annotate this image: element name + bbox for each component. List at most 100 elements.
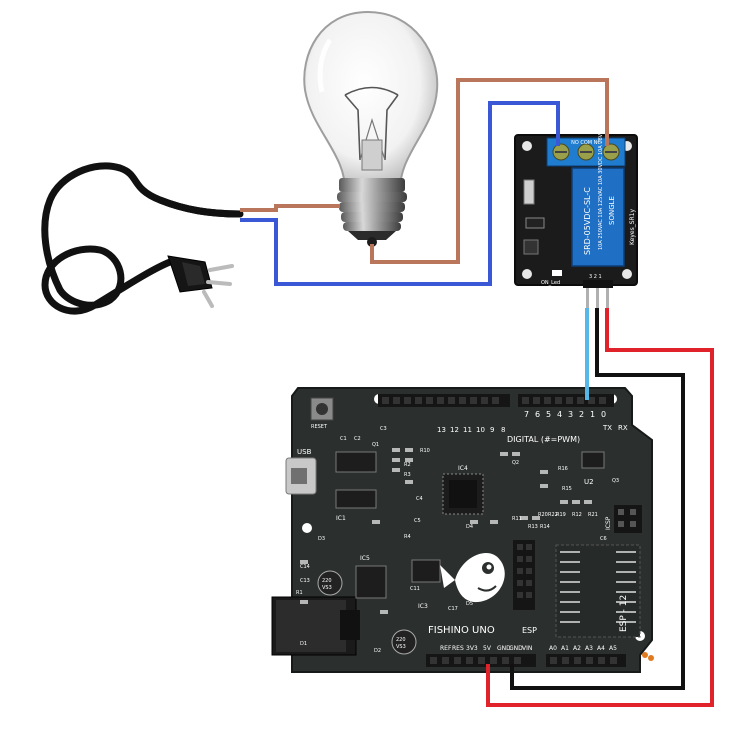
- power-pin-3v3: 3V3: [466, 645, 478, 652]
- icsp-header: ICSP: [605, 505, 642, 533]
- wire-brown-lamp: [370, 78, 609, 264]
- pin-label-6: 6: [535, 410, 540, 419]
- label-d3: D3: [318, 536, 325, 542]
- power-pin-gnd-2: GND: [509, 645, 523, 652]
- pin-label-7: 7: [524, 410, 529, 419]
- capacitor-1: 220 VS3: [317, 570, 343, 596]
- label-r2: R2: [404, 462, 411, 468]
- digital-label: DIGITAL (#=PWM): [507, 435, 580, 444]
- analog-pin-a5: A5: [609, 645, 617, 652]
- wire-red-vcc: [486, 308, 714, 707]
- usb-label: USB: [297, 448, 312, 456]
- relay-module: NO COM NC SRD-05VDC-SL-C 10A 250VAC 10A …: [514, 126, 638, 310]
- cap1-text: 220: [322, 578, 332, 584]
- ic4-label: IC4: [458, 465, 468, 472]
- fishino-logo: [440, 552, 505, 603]
- pin-label-1: 1: [590, 410, 595, 419]
- reset-label: RESET: [311, 424, 328, 430]
- analog-pin-a0: A0: [549, 645, 557, 652]
- ic5-chip: IC5: [355, 555, 387, 599]
- esp-short-label: ESP: [522, 626, 537, 635]
- label-r17: R17: [480, 594, 490, 600]
- label-r20: R20: [538, 512, 548, 518]
- pin-label-11: 11: [463, 426, 472, 434]
- power-header: REF RES 3V3 5V GND GND VIN: [426, 645, 536, 667]
- u2-label: U2: [584, 478, 594, 486]
- light-bulb: [303, 10, 439, 247]
- esp-module: ESP - 12: [555, 544, 641, 638]
- pin-label-13: 13: [437, 426, 446, 434]
- pin-label-0: 0: [601, 410, 606, 419]
- power-pin-gnd-1: GND: [497, 645, 511, 652]
- led-icon: [552, 270, 562, 276]
- pin-label-8: 8: [501, 426, 505, 434]
- module-label: Keyes_SR1y: [629, 209, 636, 245]
- label-c5: C5: [414, 518, 421, 524]
- terminal-labels: NO COM NC: [571, 140, 601, 146]
- label-c1: C1: [340, 436, 347, 442]
- label-c3: C3: [380, 426, 387, 432]
- reset-button[interactable]: RESET: [310, 397, 334, 430]
- fishino-board: USB RESET 7 6 5 4 3: [271, 387, 654, 673]
- middle-header: [513, 540, 535, 610]
- power-jack: [271, 596, 360, 656]
- label-d2: D2: [374, 648, 381, 654]
- ic4-chip: IC4: [442, 465, 484, 515]
- label-d1: D1: [300, 641, 307, 647]
- rx-label: RX: [618, 424, 628, 432]
- cap2-text: 220: [396, 637, 406, 643]
- label-r4: R4: [404, 534, 411, 540]
- label-r14: R14: [540, 524, 550, 530]
- relay-brand: SONGLE: [608, 196, 616, 225]
- label-c17: C17: [448, 606, 458, 612]
- capacitor-2: 220 VS3: [391, 629, 417, 655]
- label-r22: R22: [548, 512, 558, 518]
- pin-label-12: 12: [450, 426, 459, 434]
- wire-brown-cord: [240, 204, 340, 212]
- wires: [240, 78, 714, 707]
- label-q2: Q2: [512, 460, 519, 466]
- power-pin-res: RES: [452, 645, 464, 652]
- icsp-label: ICSP: [605, 516, 612, 530]
- label-d5: D5: [466, 601, 473, 607]
- label-q1: Q1: [372, 442, 379, 448]
- orange-mark: [642, 652, 654, 661]
- pin-label-10: 10: [476, 426, 485, 434]
- label-q3: Q3: [612, 478, 619, 484]
- ic1-chip: IC1: [335, 489, 377, 522]
- power-cord: [41, 162, 244, 315]
- label-c13: C13: [300, 578, 310, 584]
- component-labels: Q1 Q2 Q3 D1 D2 D3 D4 D5 R1 R2 R3 R4 C1 C…: [296, 426, 619, 654]
- relay-ratings: 10A 250VAC 10A 125VAC 10A 30VDC 10A 28VD…: [598, 126, 604, 250]
- wire-black-gnd: [510, 308, 685, 690]
- label-r3: R3: [404, 472, 411, 478]
- label-c4: C4: [416, 496, 423, 502]
- esp-label: ESP - 12: [619, 595, 629, 632]
- power-pin-5v: 5V: [483, 645, 492, 652]
- analog-header: A0 A1 A2 A3 A4 A5: [546, 645, 626, 667]
- relay-cube: SRD-05VDC-SL-C 10A 250VAC 10A 125VAC 10A…: [571, 126, 625, 267]
- board-name: FISHINO UNO: [428, 625, 495, 636]
- led-label: ON_Led: [541, 280, 560, 286]
- analog-pin-a2: A2: [573, 645, 581, 652]
- wire-blue-neutral: [240, 101, 560, 286]
- pin-label-4: 4: [557, 410, 562, 419]
- tx-label: TX: [602, 424, 612, 432]
- ic1-label: IC1: [336, 515, 346, 522]
- relay-model: SRD-05VDC-SL-C: [583, 187, 592, 255]
- label-r11: R11: [512, 516, 522, 522]
- label-c14: C14: [300, 564, 310, 570]
- analog-pin-a1: A1: [561, 645, 569, 652]
- label-c2: C2: [354, 436, 361, 442]
- pin-numbers: 3 2 1: [589, 274, 602, 280]
- chip-small: [335, 451, 377, 473]
- bulb-base: [337, 178, 407, 247]
- cap1-text-2: VS3: [322, 585, 332, 591]
- power-pin-vin: VIN: [522, 645, 532, 652]
- digital-header: 7 6 5 4 3 2 1 0 13 12 11 10 9 8 DIGITAL …: [378, 394, 628, 444]
- analog-pin-a3: A3: [585, 645, 593, 652]
- ic3-chip: IC3: [411, 559, 441, 610]
- pin-label-5: 5: [546, 410, 551, 419]
- label-r10: R10: [420, 448, 430, 454]
